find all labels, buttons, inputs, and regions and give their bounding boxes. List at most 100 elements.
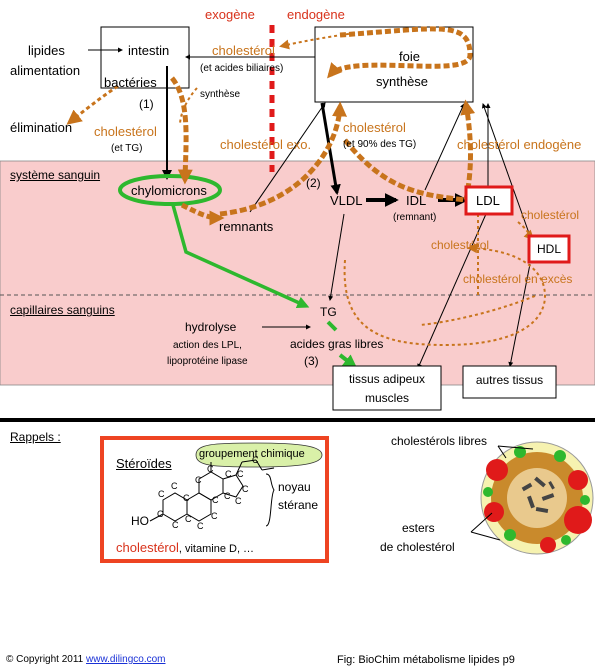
autres-tissus-box xyxy=(462,365,557,399)
label-chol-top: cholestérol xyxy=(212,43,275,58)
label-steroides: Stéroïdes xyxy=(116,456,172,471)
carbon-label: C xyxy=(235,496,242,506)
footer-copyright: © Copyright 2011 www.dilingco.com xyxy=(6,655,166,665)
carbon-label: C xyxy=(183,493,190,503)
footer-fig: Fig: BioChim métabolisme lipides p9 xyxy=(337,654,515,666)
label-step3: (3) xyxy=(304,354,319,368)
label-chol-rest: , vitamine D, … xyxy=(178,543,255,555)
label-chol-examples: cholestérol, vitamine D, … xyxy=(116,541,254,555)
label-systeme-sanguin: système sanguin xyxy=(10,168,101,182)
label-foie: foie xyxy=(399,49,420,64)
label-chol-red: cholestérol xyxy=(116,540,179,555)
path-chylo-remnants xyxy=(180,202,225,226)
label-chol-mid: cholestérol xyxy=(343,120,406,135)
label-hydrolyse: hydrolyse xyxy=(185,320,237,334)
carbon-label: C xyxy=(195,475,202,485)
ldl-box xyxy=(464,185,514,216)
label-idl: IDL xyxy=(406,193,427,208)
lipoprotein-particle xyxy=(480,441,594,555)
arrow-remnants-foie xyxy=(249,102,326,213)
chylomicrons-ellipse xyxy=(118,174,222,206)
label-step1: (1) xyxy=(139,97,154,111)
carbon-label: C xyxy=(197,521,204,531)
arrow-ldl-tissus xyxy=(417,213,487,369)
groupement-highlight xyxy=(195,442,323,468)
label-de-cholesterol: de cholestérol xyxy=(380,540,455,554)
footer-link[interactable]: www.dilingco.com xyxy=(86,654,166,665)
path-synthese-loop xyxy=(179,87,198,126)
tissus-adipeux-box xyxy=(332,365,442,411)
carbon-label: C xyxy=(224,491,231,501)
label-chol-idl: cholestérol xyxy=(431,238,490,252)
carbon-label: C xyxy=(158,489,165,499)
path-elimination xyxy=(66,84,119,125)
label-elimination: élimination xyxy=(10,120,73,135)
label-alimentation: alimentation xyxy=(10,63,81,78)
label-ho: HO xyxy=(131,514,149,528)
label-remnants: remnants xyxy=(219,219,274,234)
label-noyau: noyau xyxy=(278,480,311,494)
path-chol-exo xyxy=(219,101,348,217)
steroid-structure xyxy=(149,459,275,522)
hdl-box xyxy=(527,234,571,264)
path-hdl-exces xyxy=(419,295,536,326)
label-exogene: exogène xyxy=(205,7,255,22)
label-muscles: muscles xyxy=(364,391,409,405)
arrow-ldl-autres xyxy=(508,263,531,367)
label-lipoproteine: lipoprotéine lipase xyxy=(167,356,248,367)
carbon-label: C xyxy=(211,511,218,521)
label-et-90: (et 90% des TG) xyxy=(343,139,417,150)
label-ldl: LDL xyxy=(476,193,500,208)
label-esters: esters xyxy=(402,521,435,535)
arrow-idl-foie xyxy=(424,103,465,191)
label-synthese: synthèse xyxy=(376,74,429,89)
pointer-esters xyxy=(470,512,493,533)
label-chylomicrons: chylomicrons xyxy=(131,183,207,198)
label-synthese-small: synthèse xyxy=(200,89,241,100)
label-step2: (2) xyxy=(306,176,321,190)
arrow-vldl-tg xyxy=(328,213,345,301)
carbon-label: C xyxy=(185,514,192,524)
copyright-text: © Copyright 2011 xyxy=(6,654,84,665)
label-et-tg: (et TG) xyxy=(111,143,143,154)
label-groupement: groupement chimique xyxy=(199,448,305,460)
label-chol-exces: cholestérol en excès xyxy=(463,272,573,286)
carbon-label: C xyxy=(171,481,178,491)
label-chol-right: cholestérol xyxy=(521,208,580,222)
label-capillaires: capillaires sanguins xyxy=(10,303,115,317)
arrow-chylo-tg xyxy=(171,204,310,309)
path-intestin-chylo xyxy=(169,76,193,185)
label-intestin: intestin xyxy=(128,43,170,58)
label-endogene: endogène xyxy=(287,7,345,22)
label-bacteries: bactéries xyxy=(104,75,157,90)
label-tissus-adipeux: tissus adipeux xyxy=(348,372,426,386)
label-acides-biliaires: (et acides biliaires) xyxy=(200,63,284,74)
label-chol-libres: cholestérols libres xyxy=(391,434,488,448)
section-divider xyxy=(0,418,595,422)
label-vldl: VLDL xyxy=(330,193,363,208)
carbon-label: C xyxy=(237,469,244,479)
noyau-brace xyxy=(265,473,275,527)
label-tg: TG xyxy=(320,305,337,319)
label-acides-gras: acides gras libres xyxy=(290,337,384,351)
carbon-label: C xyxy=(207,464,214,474)
arrow-hdl-foie xyxy=(481,103,531,237)
carbon-label: C xyxy=(172,520,179,530)
pointer-libres-2 xyxy=(497,445,534,450)
label-hdl: HDL xyxy=(537,242,562,256)
carbon-label: C xyxy=(252,455,259,465)
path-chol-endo xyxy=(343,99,476,203)
path-foie-intestin xyxy=(279,32,356,50)
pointer-esters-2 xyxy=(470,531,501,541)
label-sterane: stérane xyxy=(278,498,319,512)
arrow-acides-tissus xyxy=(338,353,358,369)
label-lipides: lipides xyxy=(28,43,65,58)
label-rappels: Rappels : xyxy=(10,430,61,444)
carbon-label: C xyxy=(157,509,164,519)
path-biliary-loop xyxy=(327,26,473,79)
green-tick xyxy=(326,320,338,332)
carbon-label: C xyxy=(242,484,249,494)
carbon-label: C xyxy=(225,469,232,479)
